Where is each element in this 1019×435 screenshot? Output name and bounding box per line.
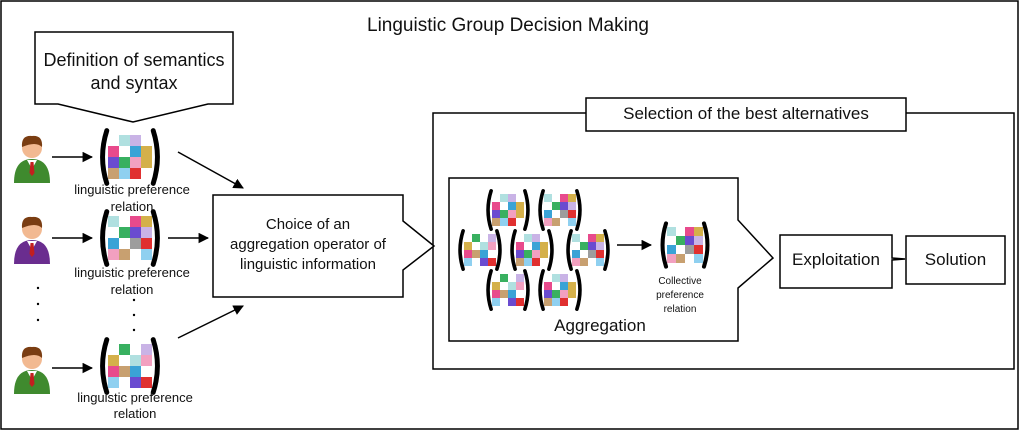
- exploitation-label: Exploitation: [792, 250, 880, 269]
- arrow-relation3-to-choice: [177, 305, 244, 339]
- solution-box: [905, 235, 1006, 285]
- aggregation-box: [448, 177, 775, 342]
- selection-label-box: [585, 97, 907, 132]
- arrow-relation1-to-choice: [177, 151, 244, 189]
- selection-label: Selection of the best alternatives: [623, 104, 869, 123]
- relation-label-3-line2: relation: [113, 406, 157, 421]
- aggregated-matrix-5-icon: [566, 229, 610, 271]
- choice-text-line2: aggregation operator of: [230, 236, 386, 253]
- diagram-title: Linguistic Group Decision Making: [367, 15, 649, 36]
- relation-matrix-2-icon: [100, 209, 160, 267]
- relation-label-2-line1: linguistic preference: [74, 265, 190, 280]
- choice-text-line1: Choice of an: [265, 216, 351, 233]
- expert-3-icon: [14, 346, 50, 394]
- solution-label: Solution: [924, 250, 987, 269]
- collective-label-line1: Collective: [658, 276, 702, 287]
- definition-text-line1: Definition of semantics: [43, 50, 225, 70]
- choice-box: [212, 194, 436, 298]
- ellipsis-dots-left: [36, 286, 40, 322]
- relation-label-3-line1: linguistic preference: [77, 390, 193, 405]
- expert-2-icon: [14, 216, 50, 264]
- definition-box: [34, 31, 234, 123]
- aggregation-label: Aggregation: [554, 316, 646, 335]
- expert-1-icon: [14, 135, 50, 183]
- aggregated-matrix-3-icon: [458, 229, 502, 271]
- definition-text-line2: and syntax: [90, 73, 178, 93]
- relation-label-2-line2: relation: [110, 282, 154, 297]
- collective-matrix-icon: [660, 221, 710, 269]
- aggregated-matrix-7-icon: [538, 269, 582, 311]
- aggregated-matrix-2-icon: [538, 189, 582, 231]
- ellipsis-dots-middle: [132, 298, 136, 332]
- aggregated-matrix-4-icon: [510, 229, 554, 271]
- relation-matrix-3-icon: [100, 337, 160, 395]
- relation-label-1-line2: relation: [110, 199, 154, 214]
- relation-matrix-1-icon: [100, 128, 160, 186]
- exploitation-box: [779, 234, 906, 289]
- relation-label-1-line1: linguistic preference: [74, 182, 190, 197]
- selection-frame: [432, 112, 1015, 370]
- choice-text-line3: linguistic information: [240, 256, 376, 273]
- aggregated-matrix-1-icon: [486, 189, 530, 231]
- collective-label-line2: preference: [656, 290, 704, 301]
- aggregated-matrix-6-icon: [486, 269, 530, 311]
- collective-label-line3: relation: [663, 304, 697, 315]
